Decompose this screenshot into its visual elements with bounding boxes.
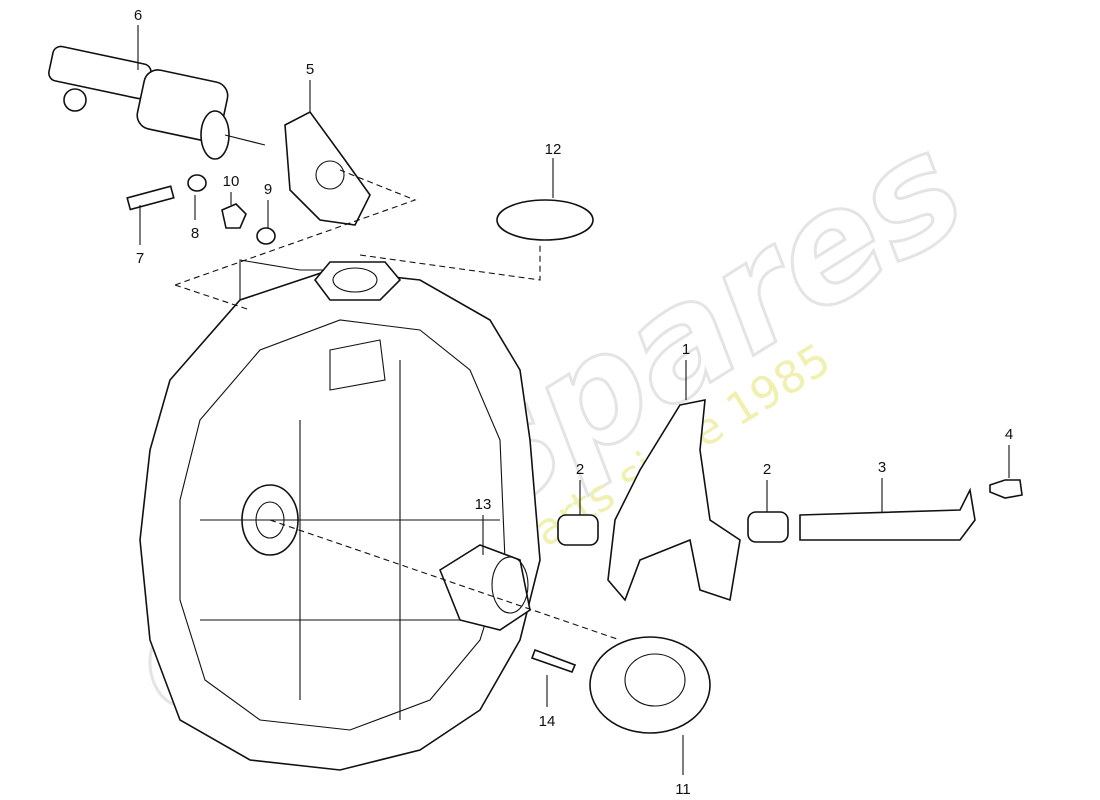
- callout-12: 12: [545, 141, 562, 158]
- callout-3: 3: [878, 459, 886, 476]
- callout-7: 7: [136, 250, 144, 267]
- callout-13: 13: [475, 496, 492, 513]
- nut: [221, 203, 247, 229]
- callout-14: 14: [539, 713, 556, 730]
- callout-2-right: 2: [763, 461, 771, 478]
- slave-cylinder: [48, 45, 266, 160]
- bushing-right: [747, 511, 789, 543]
- callout-10: 10: [223, 173, 240, 190]
- release-fork: [607, 399, 741, 602]
- clutch-housing: [139, 259, 541, 771]
- leader-lines: [137, 25, 1010, 775]
- screw-14: [530, 648, 577, 674]
- washer-9: [256, 227, 276, 245]
- callout-1: 1: [682, 341, 690, 358]
- screw-4: [989, 479, 1023, 499]
- callout-labels: 6 5 12 10 9 8 7 1 4 2 2 3 13 14 11: [134, 7, 1013, 798]
- bracket: [284, 110, 371, 226]
- bolt: [126, 185, 175, 211]
- bushing-left: [557, 514, 599, 546]
- washer-8: [187, 174, 207, 192]
- guide-tube: [439, 544, 531, 631]
- callout-6: 6: [134, 7, 142, 24]
- callout-4: 4: [1005, 426, 1013, 443]
- callout-8: 8: [191, 225, 199, 242]
- callout-2-left: 2: [576, 461, 584, 478]
- callout-11: 11: [675, 781, 691, 798]
- cap: [496, 199, 594, 241]
- release-bearing: [589, 636, 711, 734]
- shaft: [799, 487, 976, 541]
- callout-5: 5: [306, 61, 314, 78]
- callout-9: 9: [264, 181, 272, 198]
